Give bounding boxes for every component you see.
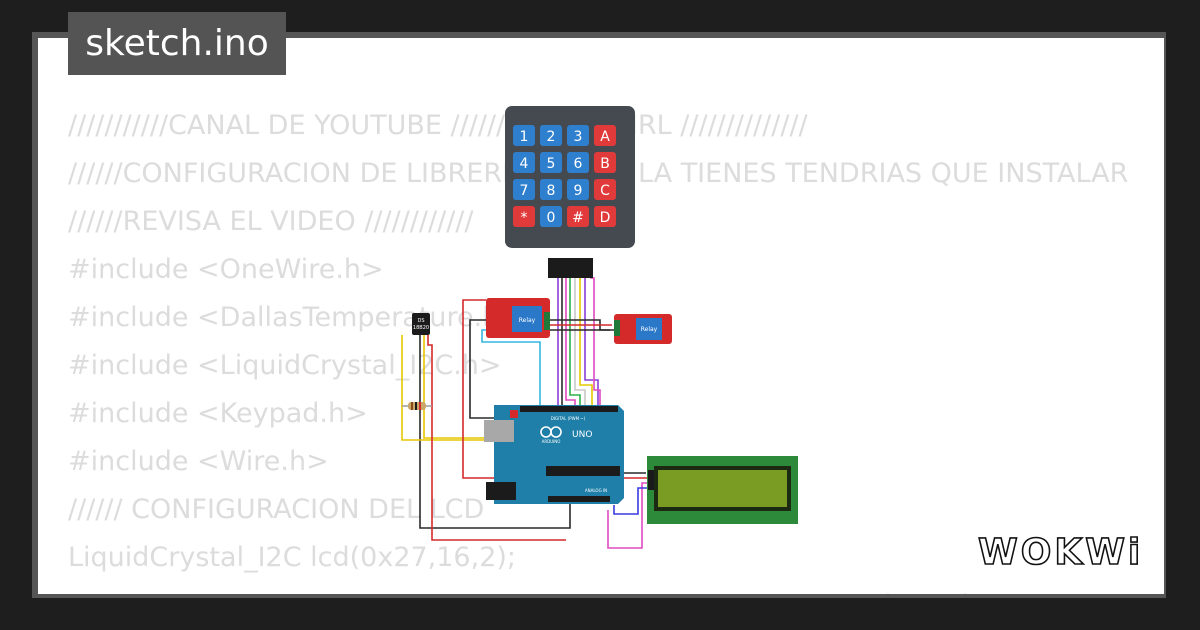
keypad-key-label: 9 <box>574 183 583 199</box>
keypad-key: # <box>567 206 589 227</box>
keypad-key-label: 4 <box>520 156 529 172</box>
keypad-key-label: 7 <box>520 183 529 199</box>
code-line: //////REVISA EL VIDEO //////////// <box>68 206 474 237</box>
keypad-key-label: 2 <box>547 129 556 145</box>
keypad-keys: 1 2 3 A 4 5 6 B 7 8 9 C * 0 # D <box>513 125 616 227</box>
keypad-key-label: 1 <box>520 129 529 145</box>
keypad-key-label: 5 <box>547 156 556 172</box>
keypad-wire-7 <box>584 278 599 408</box>
relay-module-2: Relay <box>614 314 672 344</box>
keypad-key-label: * <box>521 210 528 226</box>
board-model-label: UNO <box>572 430 592 440</box>
sensor-label-2: 18B20 <box>413 325 429 331</box>
relay-module-1: Relay <box>486 298 550 338</box>
code-line: #include <DallasTemperature.h> <box>68 302 522 333</box>
keypad-key: 4 <box>513 152 535 173</box>
code-line: #include <Keypad.h> <box>68 398 368 429</box>
keypad-key-label: 3 <box>574 129 583 145</box>
keypad-key-label: A <box>600 129 610 145</box>
power-jack <box>486 482 516 500</box>
digital-header <box>520 406 618 412</box>
keypad-wire-6 <box>579 278 593 408</box>
keypad-connector <box>548 258 593 278</box>
code-line: #include <Wire.h> <box>68 446 329 477</box>
keypad-key: 6 <box>567 152 589 173</box>
reset-button <box>510 410 518 418</box>
digital-label: DIGITAL (PWM ~) <box>551 416 586 421</box>
relay-label: Relay <box>641 326 658 333</box>
keypad-key: A <box>594 125 616 146</box>
keypad: 1 2 3 A 4 5 6 B 7 8 9 C * 0 # D <box>505 106 635 278</box>
keypad-key: 0 <box>540 206 562 227</box>
relay1-signal-wire <box>481 329 541 405</box>
relay-label: Relay <box>519 317 536 324</box>
board-brand-label: ARDUINO <box>542 439 561 444</box>
analog-label: ANALOG IN <box>585 488 607 493</box>
lcd-display <box>647 456 798 524</box>
keypad-key: 2 <box>540 125 562 146</box>
code-line: #include <OneWire.h> <box>68 254 384 285</box>
keypad-key-label: D <box>600 210 611 226</box>
keypad-wire-3 <box>565 278 576 408</box>
keypad-key: 5 <box>540 152 562 173</box>
atmega-chip <box>546 466 620 476</box>
keypad-key-label: C <box>600 183 610 199</box>
keypad-key-label: B <box>600 156 610 172</box>
keypad-key-label: 0 <box>547 210 556 226</box>
temperature-sensor: DS 18B20 <box>412 313 430 335</box>
wokwi-logo: WOKWi <box>977 531 1143 574</box>
file-tab[interactable]: sketch.ino <box>68 12 286 75</box>
code-line: //// CONFIGURAR EL PIN DONDE SE CONECTAR… <box>68 582 1130 594</box>
power-header <box>548 496 610 502</box>
keypad-key: 3 <box>567 125 589 146</box>
code-line: ///////////CANAL DE YOUTUBE ///////// EF… <box>68 110 808 141</box>
keypad-key-label: 6 <box>574 156 583 172</box>
sensor-label-1: DS <box>417 318 424 324</box>
sensor-vcc-wire <box>427 335 566 541</box>
keypad-wire-5 <box>574 278 586 408</box>
keypad-key: 7 <box>513 179 535 200</box>
keypad-key: 9 <box>567 179 589 200</box>
resistor <box>402 402 432 410</box>
lcd-scl-wire <box>613 487 648 515</box>
keypad-key: D <box>594 206 616 227</box>
keypad-key-label: 8 <box>547 183 556 199</box>
lcd-sda-wire <box>607 482 648 549</box>
code-line: #include <LiquidCrystal_I2C.h> <box>68 350 502 381</box>
keypad-key: B <box>594 152 616 173</box>
arduino-uno: DIGITAL (PWM ~) UNO ARDUINO ANALOG IN <box>484 405 624 504</box>
keypad-key: 1 <box>513 125 535 146</box>
keypad-key: 8 <box>540 179 562 200</box>
keypad-key: C <box>594 179 616 200</box>
wokwi-logo-text: WOKWi <box>978 532 1143 573</box>
keypad-wire-4 <box>569 278 581 408</box>
usb-port <box>484 420 514 442</box>
code-line: ////// CONFIGURACION DEL LCD <box>68 494 485 525</box>
keypad-key: * <box>513 206 535 227</box>
code-line: LiquidCrystal_I2C lcd(0x27,16,2); <box>68 542 517 573</box>
keypad-key-label: # <box>572 210 584 226</box>
